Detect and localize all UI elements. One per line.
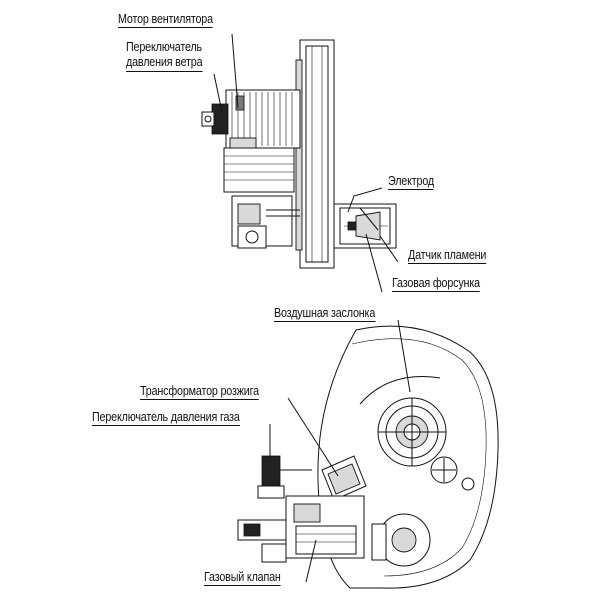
damper-indicator xyxy=(430,456,458,484)
label-gas-pressure-switch: Переключатель давления газа xyxy=(92,410,240,426)
blast-tube xyxy=(333,203,397,249)
burner-front-view xyxy=(237,325,499,589)
label-gas-valve: Газовый клапан xyxy=(204,570,281,586)
air-pressure-switch-part xyxy=(201,103,229,135)
lower-flange xyxy=(371,513,431,567)
leader-lines xyxy=(213,33,411,583)
label-electrode: Электрод xyxy=(388,174,434,190)
gas-block-side xyxy=(231,195,300,249)
label-gas-nozzle: Газовая форсунка xyxy=(392,276,480,292)
burner-side-view xyxy=(201,39,397,269)
label-flame-sensor: Датчик пламени xyxy=(408,248,487,264)
label-fan-motor: Мотор вентилятора xyxy=(118,12,213,28)
ignition-transformer-part xyxy=(321,455,367,501)
gas-valve-part xyxy=(237,495,365,563)
mounting-flange xyxy=(299,39,335,269)
burner-head xyxy=(377,397,447,467)
gas-pressure-switch-part xyxy=(257,455,312,499)
label-air-damper: Воздушная заслонка xyxy=(274,306,376,322)
label-air-pressure-switch: Переключатель давления ветра xyxy=(126,40,203,72)
label-ignition-transformer: Трансформатор розжига xyxy=(140,384,259,400)
fan-motor-part xyxy=(223,137,295,193)
